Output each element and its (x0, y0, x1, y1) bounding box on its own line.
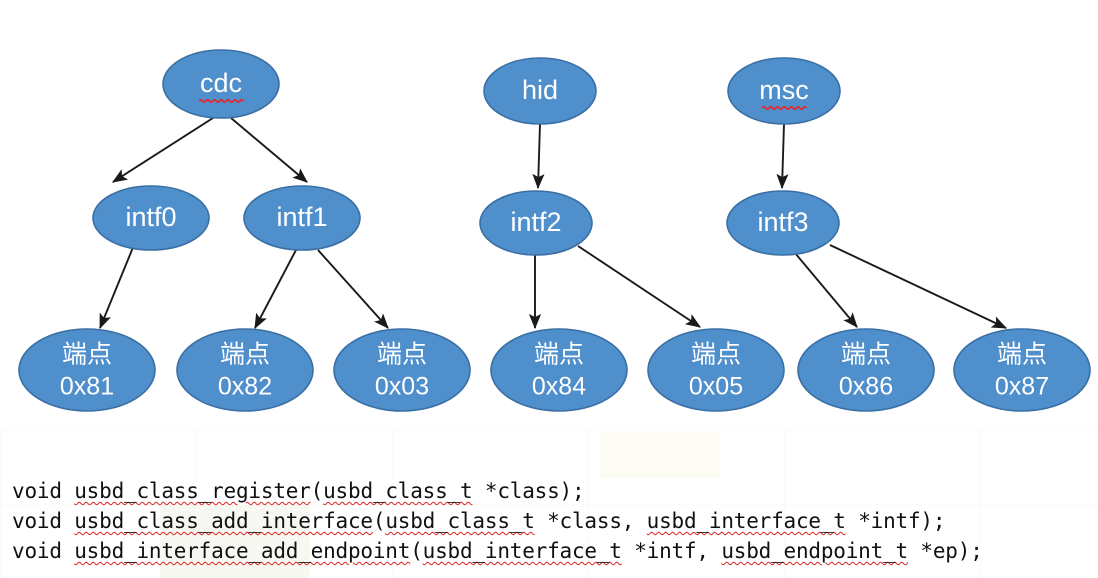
class-node-msc[interactable]: msc (727, 57, 841, 125)
endpoint-address: 0x87 (995, 373, 1049, 401)
endpoint-node-ep03[interactable]: 端点 0x03 (333, 328, 471, 412)
interface-node-intf0[interactable]: intf0 (92, 185, 210, 251)
endpoint-title: 端点 (841, 341, 891, 369)
interface-node-intf3[interactable]: intf3 (726, 190, 840, 256)
endpoint-node-ep86[interactable]: 端点 0x86 (797, 328, 935, 412)
edge-intf3-to-ep86 (794, 252, 858, 328)
class-label: hid (522, 75, 558, 105)
edges-layer (99, 117, 1008, 330)
edge-hid-to-intf2 (532, 123, 545, 190)
edge-cdc-to-intf1 (230, 117, 308, 183)
usb-hierarchy-diagram: cdc hid msc intf0 intf1 intf2 intf3 端点 0x81 端点 0x8… (18, 49, 1091, 412)
endpoint-address: 0x82 (218, 373, 272, 401)
edge-intf3-to-ep87 (829, 244, 1008, 329)
misspelled-token: usbd_endpoint_t (721, 539, 908, 563)
edge-cdc-to-intf0 (112, 117, 214, 183)
endpoint-title: 端点 (534, 341, 584, 369)
endpoint-address: 0x03 (375, 373, 429, 401)
endpoint-address: 0x05 (689, 373, 743, 401)
endpoint-node-ep05[interactable]: 端点 0x05 (647, 328, 785, 412)
interface-node-intf2[interactable]: intf2 (479, 190, 593, 256)
class-node-hid[interactable]: hid (483, 57, 597, 125)
spellcheck-underline (761, 105, 808, 111)
endpoint-title: 端点 (377, 341, 427, 369)
edge-msc-to-intf3 (776, 123, 789, 190)
code-line: void usbd_class_add_interface(usbd_class… (12, 509, 946, 533)
edge-intf1-to-ep82 (254, 249, 297, 330)
interface-label: intf2 (510, 207, 561, 237)
endpoint-title: 端点 (997, 341, 1047, 369)
misspelled-token: usbd_interface_t (646, 509, 846, 533)
misspelled-token: usbd_interface_t (422, 539, 622, 563)
endpoint-title: 端点 (691, 341, 741, 369)
edge-intf2-to-ep05 (577, 245, 701, 328)
interface-label: intf1 (276, 202, 327, 232)
endpoint-title: 端点 (220, 341, 270, 369)
misspelled-token: usbd_class_register (74, 479, 311, 503)
edge-intf1-to-ep03 (317, 249, 389, 329)
nodes-layer: cdc hid msc intf0 intf1 intf2 intf3 端点 0x81 端点 0x8… (18, 49, 1091, 412)
endpoint-node-ep81[interactable]: 端点 0x81 (18, 328, 156, 412)
endpoint-title: 端点 (62, 341, 112, 369)
misspelled-token: usbd_class_t (385, 509, 535, 533)
misspelled-token: usbd_class_add_interface (74, 509, 373, 533)
class-node-cdc[interactable]: cdc (162, 49, 280, 119)
interface-label: intf0 (125, 202, 176, 232)
endpoint-address: 0x86 (839, 373, 893, 401)
class-label: msc (759, 75, 809, 105)
code-line: void usbd_interface_add_endpoint(usbd_in… (12, 539, 983, 563)
edge-intf0-to-ep81 (99, 244, 135, 330)
misspelled-token: usbd_interface_add_endpoint (74, 539, 411, 563)
interface-node-intf1[interactable]: intf1 (243, 185, 361, 251)
endpoint-address: 0x84 (532, 373, 586, 401)
endpoint-node-ep87[interactable]: 端点 0x87 (953, 328, 1091, 412)
endpoint-node-ep82[interactable]: 端点 0x82 (176, 328, 314, 412)
code-line: void usbd_class_register(usbd_class_t *c… (12, 479, 585, 503)
endpoint-address: 0x81 (60, 373, 114, 401)
class-label: cdc (200, 68, 242, 98)
endpoint-node-ep84[interactable]: 端点 0x84 (490, 328, 628, 412)
spellcheck-underline (198, 98, 245, 104)
code-snippet: void usbd_class_register(usbd_class_t *c… (12, 476, 1092, 566)
misspelled-token: usbd_class_t (323, 479, 473, 503)
interface-label: intf3 (757, 207, 808, 237)
